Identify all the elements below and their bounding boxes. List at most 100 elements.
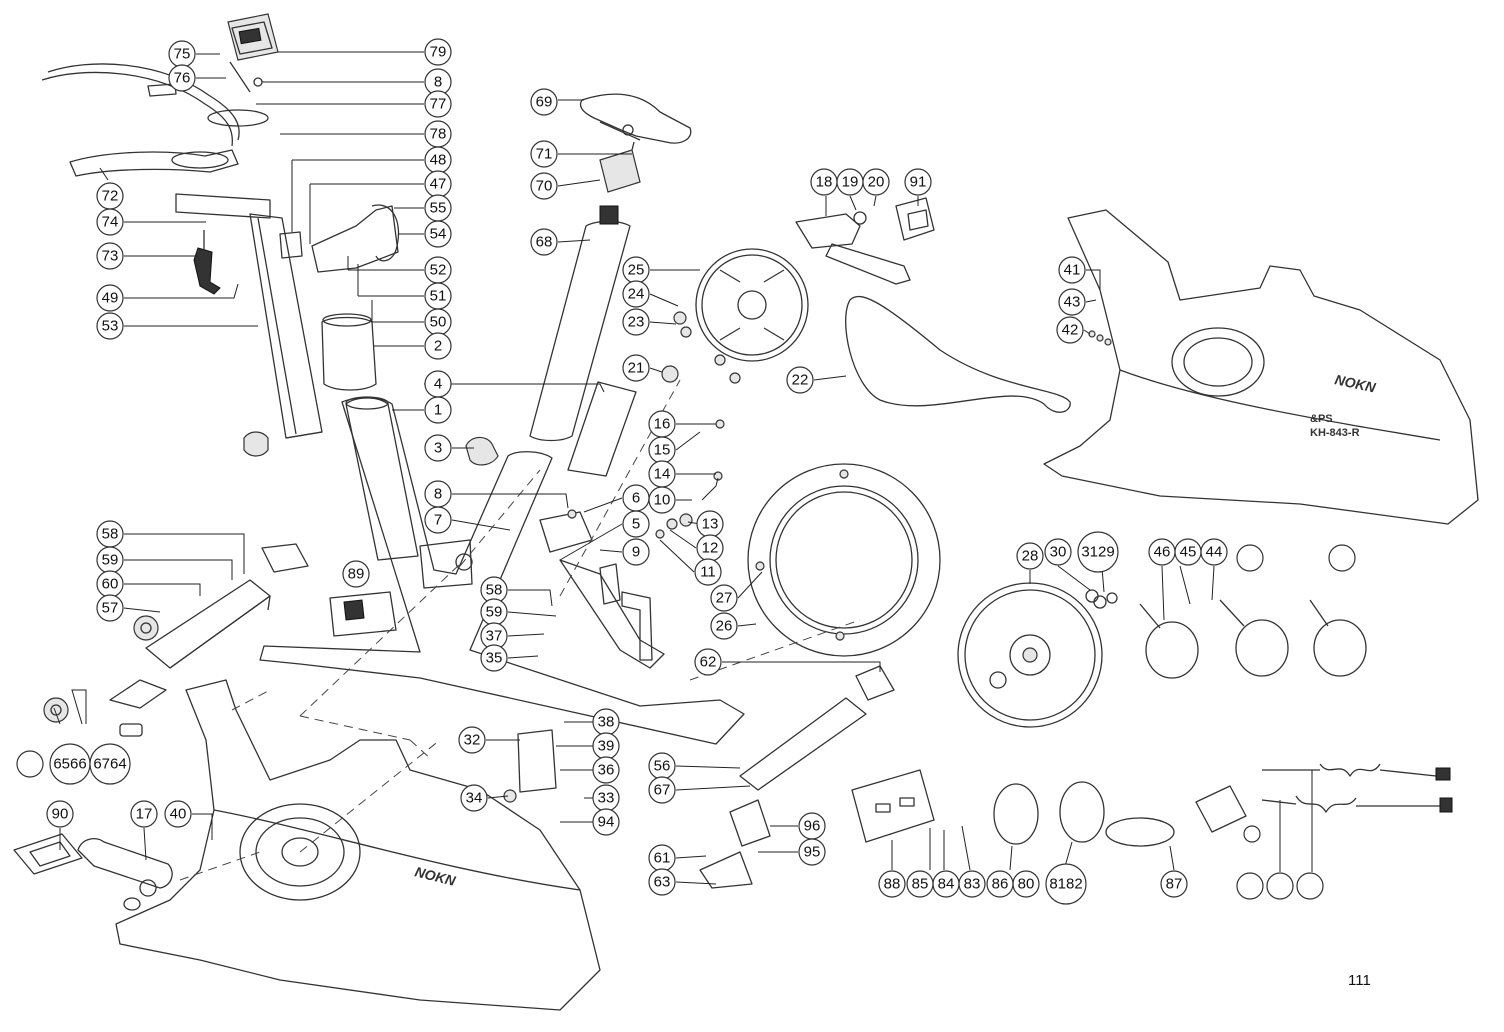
callout-text: 36 [598,762,615,779]
callout-text: 76 [174,70,191,87]
callout: 74 [96,208,124,236]
callout-text: 2 [434,338,442,355]
callout: 11 [694,558,722,586]
callout-text: 12 [702,540,719,557]
callout-text: 9 [632,544,640,561]
callout-text: 50 [430,314,447,331]
callout-text: 69 [536,94,553,111]
callout: 69 [530,88,558,116]
callout-text: 38 [598,714,615,731]
callout: 3129 [1077,531,1119,573]
callout-text: 77 [430,96,447,113]
callout: 55 [424,194,452,222]
callout: 87 [1160,870,1188,898]
callout-text: 94 [598,814,615,831]
washers [1085,589,1118,609]
callout: 96 [798,812,826,840]
callout: 14 [648,460,676,488]
callout: 2 [424,332,452,360]
callout: 85 [906,870,934,898]
callout-text: 60 [102,576,119,593]
callout: 16 [648,410,676,438]
callout-text: 3 [434,440,442,457]
callout-text: 75 [174,46,191,63]
callout-text: 8 [434,74,442,91]
callout: 41 [1058,256,1086,284]
callout-text: 4 [434,376,442,393]
callout-text: 48 [430,152,447,169]
control-box [851,769,935,843]
callout: 37 [480,622,508,650]
callout: 4 [424,370,452,398]
callout-text: 96 [804,818,821,835]
frame-brand-mark: NOKN [413,863,458,889]
cover-brand-mark: NOKN [1333,371,1378,395]
callout: 6 [622,484,650,512]
callout: 61 [648,844,676,872]
callout: 89 [342,560,370,588]
callout: 60 [96,570,124,598]
pedal-right [895,197,935,241]
callout-text: 34 [466,790,483,807]
callout: 59 [480,598,508,626]
callout: 80 [1012,870,1040,898]
callout-text: 13 [702,516,719,533]
seat-tube-sleeve [567,381,637,477]
callout: 15 [648,436,676,464]
pulley [695,248,809,362]
part-callouts: 75 79 76 8 77 78 72 48 47 55 54 74 73 52… [46,38,1228,905]
callout-text: 35 [486,650,503,667]
callout-text: 58 [486,582,503,599]
callout-text: 8 [434,486,442,503]
callout-text: 6764 [93,756,126,773]
callout-text: 14 [654,466,671,483]
callout: 43 [1058,288,1086,316]
callout: 24 [622,280,650,308]
callout-text: 37 [486,628,503,645]
callout-text: 62 [700,654,717,671]
rear-stabilizer [699,665,895,889]
cables [1139,599,1367,679]
callout: 3 [424,434,452,462]
right-cover: NOKN &PS KH-843-R [1043,209,1479,525]
callout-text: 87 [1166,876,1183,893]
callout: 78 [424,120,452,148]
pedal-left [13,833,83,875]
callout: 62 [694,648,722,676]
callout-text: 84 [938,876,955,893]
callout-text: 53 [102,318,119,335]
callout-text: 40 [170,806,187,823]
callout-text: 56 [654,758,671,775]
callout: 21 [622,354,650,382]
callout-text: 91 [910,174,927,191]
callout: 45 [1174,538,1202,566]
callout: 84 [932,870,960,898]
callout: 52 [424,256,452,284]
seat-slider [599,141,641,193]
callout-text: 5 [632,516,640,533]
handlebar [41,63,269,177]
callout-text: 22 [792,372,809,389]
seat-tube-inner [321,313,377,391]
callout: 9 [622,538,650,566]
callout: 46 [1148,538,1176,566]
bottle-holder [279,204,400,273]
callout-text: 85 [912,876,929,893]
motor-unit [329,591,397,637]
callout-text: 23 [628,314,645,331]
callout: 44 [1200,538,1228,566]
left-cover: NOKN [115,679,601,1011]
charge-cables [1261,763,1453,813]
callout-text: 80 [1018,876,1035,893]
callout-text: 95 [804,844,821,861]
callout-text: 83 [964,876,981,893]
callout-text: 90 [52,806,69,823]
callout-text: 7 [434,512,442,529]
callout: 34 [460,784,488,812]
callout-text: 78 [430,126,447,143]
callout-text: 79 [430,44,447,61]
callout-text: 70 [536,178,553,195]
saddle [579,93,692,144]
callout-text: 26 [716,618,733,635]
callout-text: 6 [632,490,640,507]
